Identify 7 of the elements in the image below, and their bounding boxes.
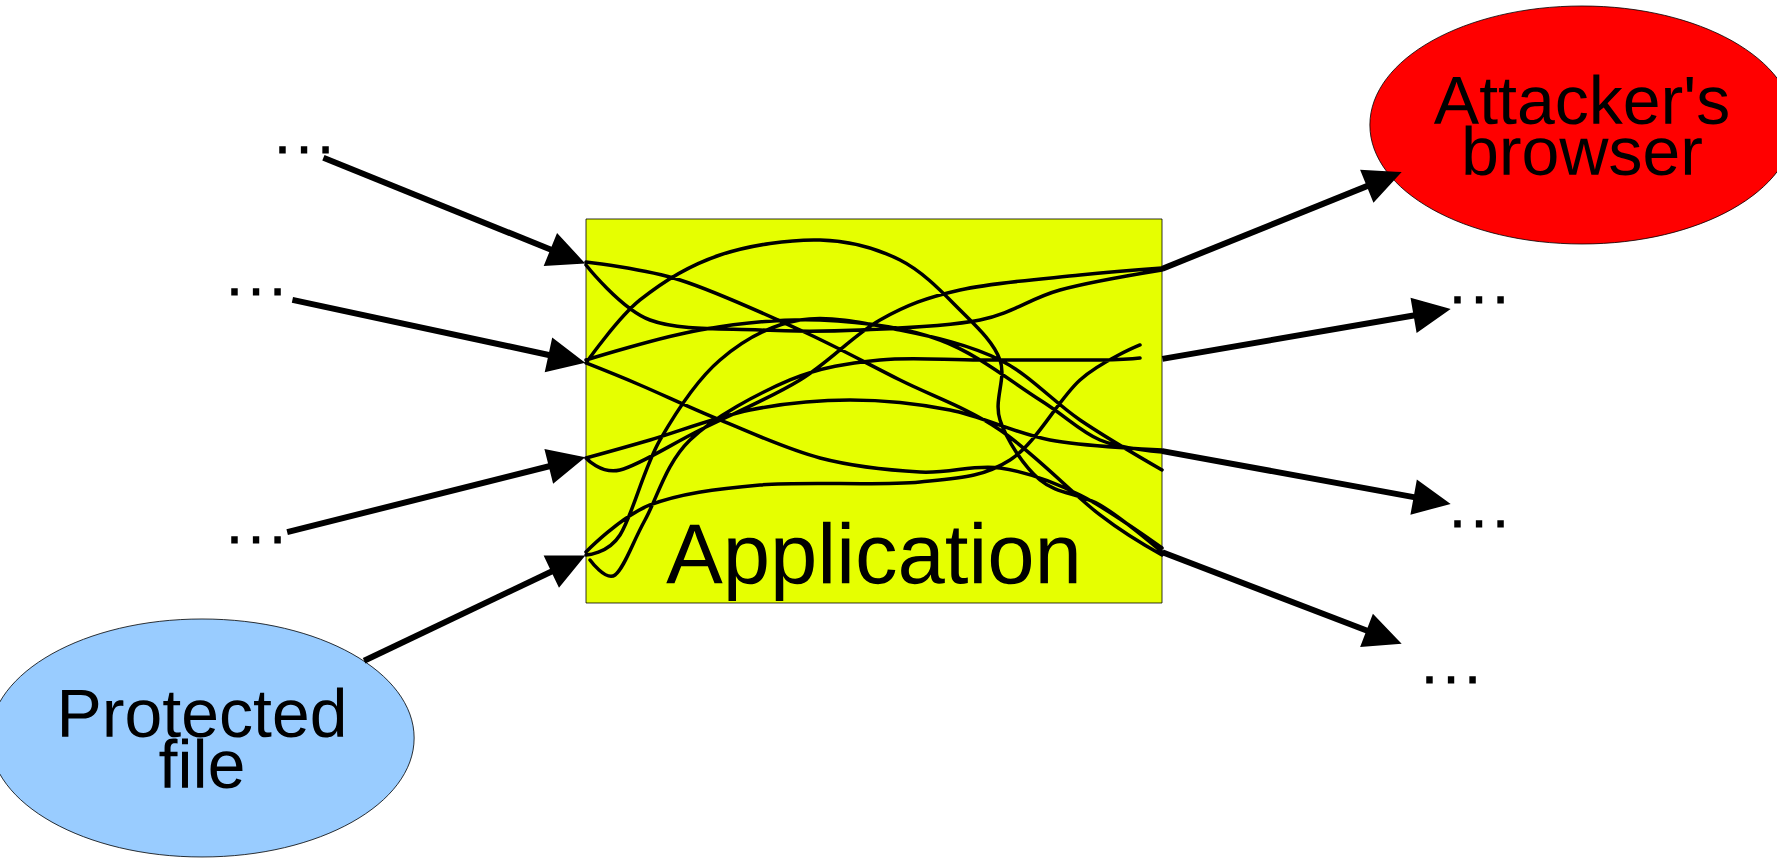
ellipsis-text: … <box>1454 296 1504 304</box>
ellipsis-text: … <box>279 146 329 154</box>
ellipsis-text: … <box>1426 676 1476 684</box>
application-box: Application <box>585 218 1163 604</box>
ellipsis-text: … <box>231 288 281 296</box>
ellipsis-text: … <box>231 536 281 544</box>
ellipsis-text: … <box>1454 520 1504 528</box>
